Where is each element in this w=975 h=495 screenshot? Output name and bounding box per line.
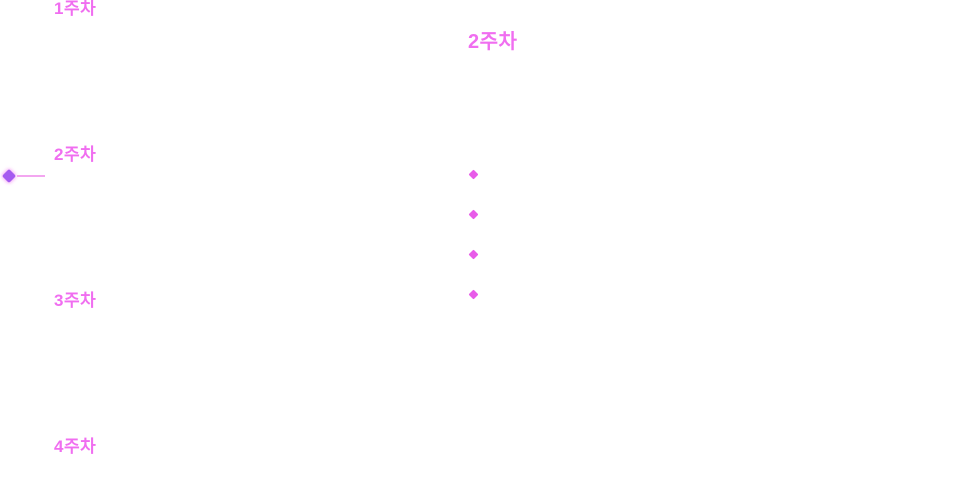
diamond-bullet-icon	[468, 249, 479, 259]
list-item	[468, 234, 489, 274]
timeline-week-3[interactable]: 3주차	[54, 291, 97, 310]
list-item	[468, 194, 489, 234]
timeline-week-2[interactable]: 2주차	[54, 145, 97, 164]
diamond-bullet-icon	[468, 209, 479, 219]
week-detail-list	[468, 154, 489, 314]
list-item	[468, 274, 489, 314]
week-detail-title: 2주차	[468, 31, 518, 53]
diamond-bullet-icon	[468, 169, 479, 179]
timeline-week-4[interactable]: 4주차	[54, 437, 97, 456]
current-week-marker	[0, 168, 48, 184]
marker-line	[17, 175, 45, 177]
diamond-bullet-icon	[468, 289, 479, 299]
timeline-week-1[interactable]: 1주차	[54, 0, 97, 18]
list-item	[468, 154, 489, 194]
